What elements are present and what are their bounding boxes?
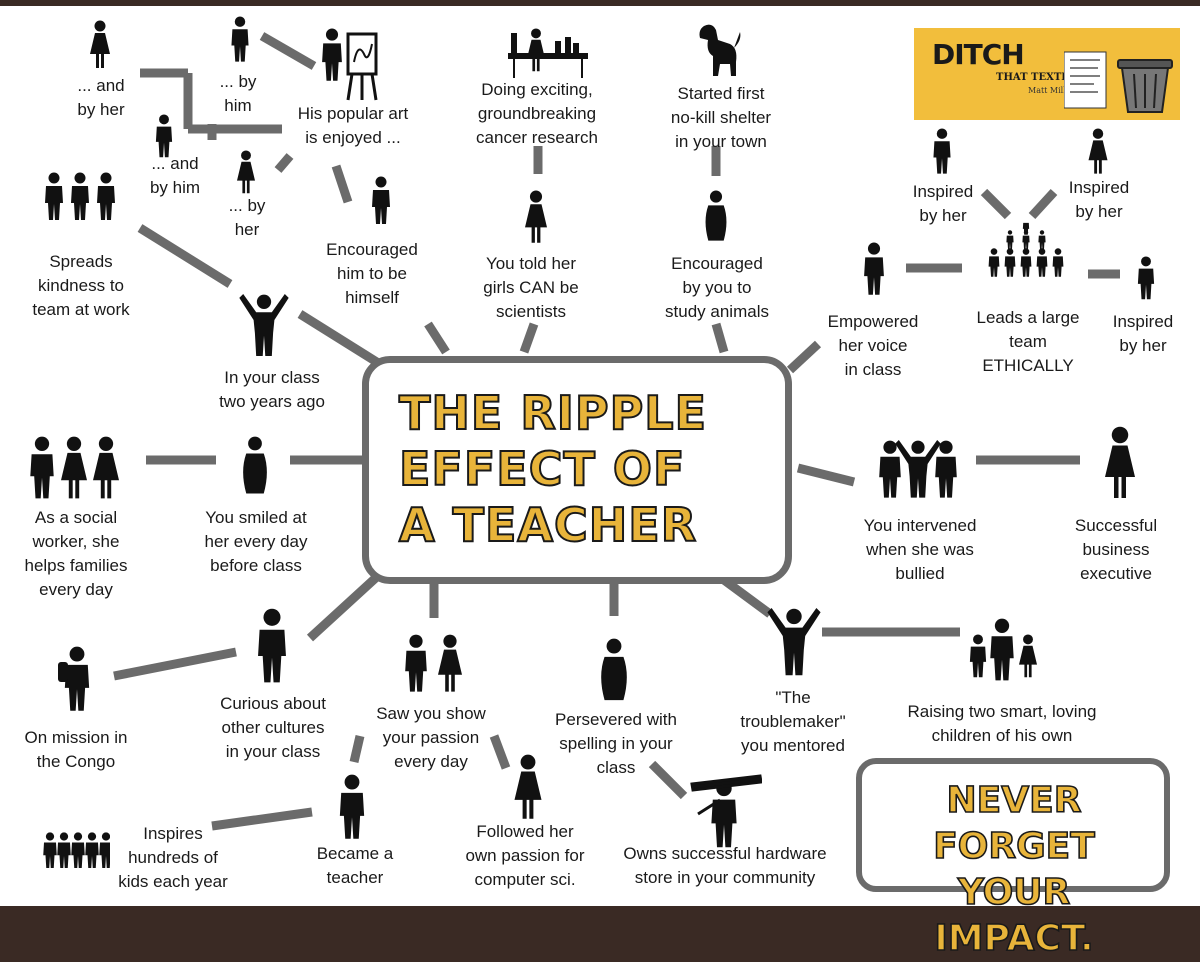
trash-can-icon [1064,46,1174,114]
label-hardware-store: Owns successful hardware store in your c… [600,842,850,890]
crowd-of-people-icon [980,222,1072,282]
label-no-kill-shelter: Started first no-kill shelter in your to… [646,82,796,154]
person-blob-smiled [238,430,272,500]
person-raising-hand-icon [852,230,898,300]
label-class-two-years: In your class two years ago [198,366,346,414]
logo-main-text: DITCH [932,38,1024,71]
person-blob-top [702,184,732,248]
label-spreads-kindness: Spreads kindness to team at work [16,250,146,322]
label-computer-sci: Followed her own passion for computer sc… [440,820,610,892]
person-inspired-1 [930,126,956,176]
label-popular-art: His popular art is enjoyed ... [278,102,428,150]
business-woman-icon [1084,418,1156,506]
label-by-her: ... by her [212,194,282,242]
person-inspired-2 [1086,126,1112,176]
person-teacher [334,770,370,844]
label-business-exec: Successful business executive [1056,514,1176,586]
hub-title: THE RIPPLE EFFECT OF A TEACHER [399,385,729,553]
family-of-three-icon [24,428,128,506]
label-inspired-1: Inspired by her [898,180,988,228]
bullied-group-icon [872,426,964,506]
parent-two-children-icon [960,612,1044,690]
label-troublemaker: "The troublemaker" you mentored [718,686,868,758]
center-hub-box: THE RIPPLE EFFECT OF A TEACHER [362,356,792,584]
label-inspired-3: Inspired by her [1098,310,1188,358]
scientist-lab-icon [508,24,588,78]
person-arms-up-class [232,282,296,356]
person-her-top-left [86,16,126,74]
label-became-teacher: Became a teacher [300,842,410,890]
label-social-worker: As a social worker, she helps families e… [6,506,146,602]
label-and-by-her: ... and by her [46,74,156,122]
label-girls-scientists: You told her girls CAN be scientists [466,252,596,324]
artist-painting-icon [312,24,382,102]
person-arms-up-troublemaker [764,600,824,680]
label-curious-cultures: Curious about other cultures in your cla… [200,692,346,764]
team-of-three-icon [40,162,124,228]
person-curious [252,604,292,684]
person-masked-icon [356,170,406,236]
label-by-him: ... by him [200,70,276,118]
label-raising-children: Raising two smart, loving children of hi… [882,700,1122,748]
couple-icon [396,626,472,696]
girl-scientist-icon [522,184,552,248]
label-cancer-research: Doing exciting, groundbreaking cancer re… [462,78,612,150]
crowd-of-kids-icon [40,818,110,876]
person-inspired-3 [1132,254,1160,302]
person-her-mid [232,148,262,196]
ditch-that-textbook-logo: DITCH THAT TEXTBOOK Matt Miller [914,28,1180,120]
footer-box: NEVER FORGET YOUR IMPACT. [856,758,1170,892]
dog-icon [694,22,742,78]
label-leads-team: Leads a large team ETHICALLY [958,306,1098,378]
label-encouraged-himself: Encouraged him to be himself [322,238,422,310]
label-inspired-2: Inspired by her [1054,176,1144,224]
label-empowered-voice: Empowered her voice in class [808,310,938,382]
label-study-animals: Encouraged by you to study animals [642,252,792,324]
label-smiled: You smiled at her every day before class [186,506,326,578]
label-persevered: Persevered with spelling in your class [536,708,696,780]
hiker-icon [52,642,102,718]
person-blob-persevered [594,632,634,708]
person-him-top [226,14,256,64]
label-congo: On mission in the Congo [6,726,146,774]
label-and-by-him: ... and by him [130,152,220,200]
footer-text: NEVER FORGET YOUR IMPACT. [872,778,1156,962]
label-intervened: You intervened when she was bullied [840,514,1000,586]
label-saw-passion: Saw you show your passion every day [356,702,506,774]
carpenter-icon [690,770,762,852]
label-inspires-hundreds: Inspires hundreds of kids each year [118,822,228,894]
